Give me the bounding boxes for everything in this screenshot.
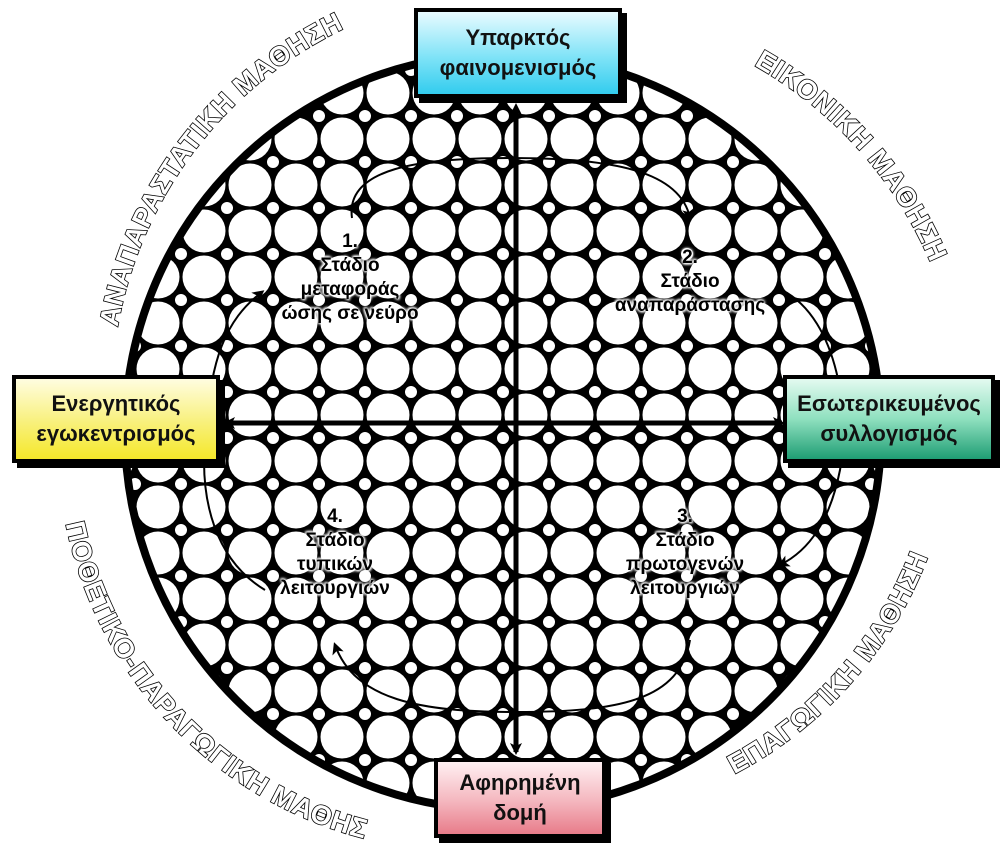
box-left: Ενεργητικός εγωκεντρισμός	[12, 375, 220, 463]
cycle-arrow-3-to-4	[332, 639, 691, 714]
cycle-arrow-1-to-2	[350, 156, 695, 221]
stage-2-line-3: αναπαράστασης	[614, 295, 766, 316]
box-top: Υπαρκτός φαινομενισμός	[414, 8, 622, 98]
stage-4-number: 4.	[327, 506, 343, 527]
stage-2-number: 2.	[682, 247, 698, 268]
box-bottom: Αφηρημένη δομή	[434, 758, 606, 838]
stage-3-number: 3.	[677, 506, 693, 527]
stage-2-line-2: Στάδιο	[660, 271, 720, 292]
stage-2-label: 2. Στάδιο αναπαράστασης	[605, 246, 775, 318]
stage-1-label: 1. Στάδιο μεταφοράς ώσης σε νεύρο	[275, 230, 425, 326]
stage-4-line-3: τυπικών	[297, 554, 373, 575]
box-left-line-2: εγωκεντρισμός	[36, 421, 196, 446]
box-bottom-line-1: Αφηρημένη	[459, 770, 581, 795]
stage-4-line-4: λειτουργιών	[280, 578, 390, 599]
box-top-line-2: φαινομενισμός	[439, 55, 597, 80]
box-left-line-1: Ενεργητικός	[51, 391, 181, 416]
box-bottom-line-2: δομή	[493, 800, 547, 825]
stage-3-line-3: πρωτογενών	[625, 554, 745, 575]
stage-3-line-2: Στάδιο	[655, 530, 715, 551]
stage-1-line-2: Στάδιο	[320, 255, 380, 276]
stage-4-label: 4. Στάδιο τυπικών λειτουργιών	[265, 505, 405, 601]
stage-1-number: 1.	[342, 231, 358, 252]
main-circle	[121, 50, 885, 814]
stage-1-line-3: μεταφοράς	[300, 279, 400, 300]
box-top-line-1: Υπαρκτός	[465, 25, 571, 50]
stage-3-line-4: λειτουργιών	[630, 578, 740, 599]
stage-4-line-2: Στάδιο	[305, 530, 365, 551]
box-right-line-1: Εσωτερικευμένος	[797, 391, 981, 416]
box-right: Εσωτερικευμένος συλλογισμός	[783, 375, 995, 463]
stage-3-label: 3. Στάδιο πρωτογενών λειτουργιών	[610, 505, 760, 601]
stage-1-line-4: ώσης σε νεύρο	[281, 303, 419, 324]
box-right-line-2: συλλογισμός	[820, 421, 958, 446]
